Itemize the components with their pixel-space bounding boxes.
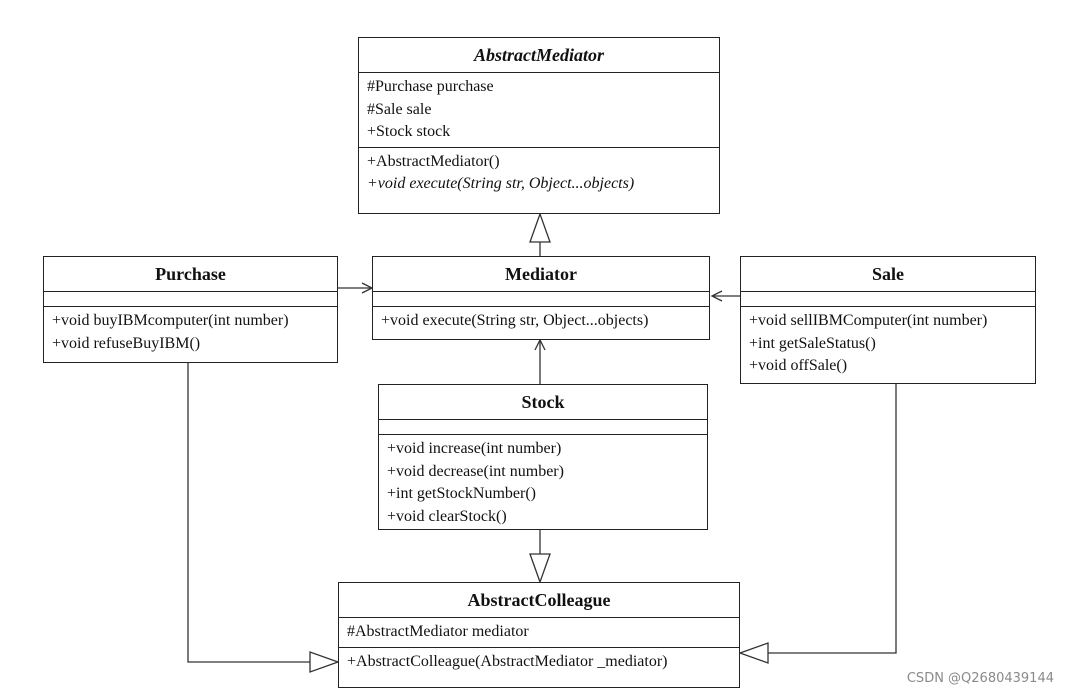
method: +void increase(int number) xyxy=(387,440,562,457)
sale-attributes xyxy=(741,292,1035,307)
purchase-inherits-arrowhead xyxy=(309,651,340,673)
attribute: #Sale sale xyxy=(367,100,432,118)
stock-methods: +void increase(int number) +void decreas… xyxy=(379,435,707,531)
method: +AbstractColleague(AbstractMediator _med… xyxy=(347,652,668,670)
sale-title: Sale xyxy=(741,257,1035,292)
attribute: +Stock stock xyxy=(367,123,451,140)
abstract-colleague-class: AbstractColleague #AbstractMediator medi… xyxy=(338,582,740,688)
method: +void sellIBMComputer(int number) xyxy=(749,312,988,329)
method: +void offSale() xyxy=(749,357,848,374)
stock-class: Stock +void increase(int number) +void d… xyxy=(378,384,708,530)
sale-inherits-line xyxy=(768,384,897,654)
abstract-colleague-methods: +AbstractColleague(AbstractMediator _med… xyxy=(339,648,739,677)
abstract-mediator-attributes: #Purchase purchase #Sale sale +Stock sto… xyxy=(359,73,719,148)
purchase-inherits-line xyxy=(187,363,310,663)
attribute: #Purchase purchase xyxy=(367,78,494,95)
purchase-methods: +void buyIBMcomputer(int number) +void r… xyxy=(44,307,337,358)
abstract-mediator-class: AbstractMediator #Purchase purchase #Sal… xyxy=(358,37,720,214)
abstract-mediator-title: AbstractMediator xyxy=(359,38,719,73)
method: +void decrease(int number) xyxy=(387,462,564,480)
purchase-class: Purchase +void buyIBMcomputer(int number… xyxy=(43,256,338,363)
mediator-inherits-arrowhead xyxy=(529,212,551,243)
mediator-class: Mediator +void execute(String str, Objec… xyxy=(372,256,710,340)
mediator-title: Mediator xyxy=(373,257,709,292)
method: +void buyIBMcomputer(int number) xyxy=(52,312,289,329)
stock-title: Stock xyxy=(379,385,707,420)
abstract-mediator-methods: +AbstractMediator() +void execute(String… xyxy=(359,148,719,199)
method: +void execute(String str, Object...objec… xyxy=(381,312,649,329)
method: +void execute(String str, Object...objec… xyxy=(367,175,635,192)
purchase-attributes xyxy=(44,292,337,307)
abstract-colleague-title: AbstractColleague xyxy=(339,583,739,618)
mediator-attributes xyxy=(373,292,709,307)
attribute: #AbstractMediator mediator xyxy=(347,623,529,640)
method: +int getSaleStatus() xyxy=(749,334,876,352)
purchase-title: Purchase xyxy=(44,257,337,292)
method: +int getStockNumber() xyxy=(387,485,536,502)
abstract-colleague-attributes: #AbstractMediator mediator xyxy=(339,618,739,648)
stock-attributes xyxy=(379,420,707,435)
method: +void clearStock() xyxy=(387,507,507,525)
mediator-methods: +void execute(String str, Object...objec… xyxy=(373,307,709,336)
stock-to-mediator-arrowhead xyxy=(534,338,546,351)
sale-inherits-arrowhead xyxy=(738,642,769,664)
method: +void refuseBuyIBM() xyxy=(52,334,201,352)
sale-methods: +void sellIBMComputer(int number) +int g… xyxy=(741,307,1035,381)
sale-to-mediator-arrowhead xyxy=(710,290,723,302)
method: +AbstractMediator() xyxy=(367,152,500,170)
sale-class: Sale +void sellIBMComputer(int number) +… xyxy=(740,256,1036,384)
watermark: CSDN @Q2680439144 xyxy=(906,671,1054,686)
stock-inherits-arrowhead xyxy=(529,553,551,584)
